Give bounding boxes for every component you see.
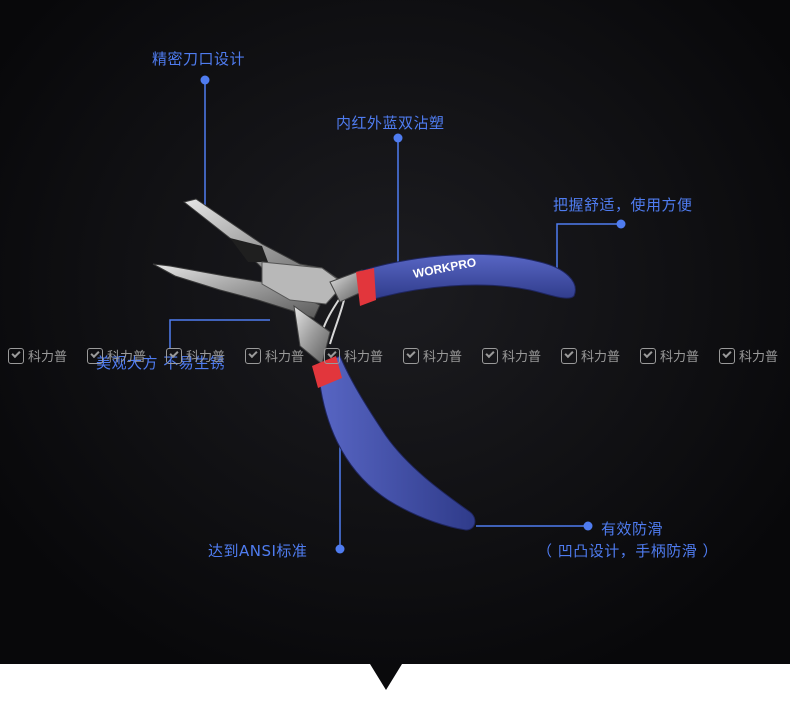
watermark-item: 科力普 [482, 346, 541, 365]
watermark-item: 科力普 [166, 346, 225, 365]
check-badge-icon [640, 347, 656, 364]
watermark-item: 科力普 [245, 346, 304, 365]
watermark-text: 科力普 [423, 350, 463, 365]
watermark-text: 科力普 [581, 350, 621, 365]
watermark-text: 科力普 [28, 350, 68, 365]
check-badge-icon [561, 347, 577, 364]
watermark-text: 科力普 [186, 350, 226, 365]
check-badge-icon [166, 347, 182, 364]
watermark-item: 科力普 [561, 346, 620, 365]
check-badge-icon [324, 347, 340, 364]
watermark-text: 科力普 [660, 350, 700, 365]
watermark-text: 科力普 [739, 350, 779, 365]
watermark-text: 科力普 [344, 350, 384, 365]
callout-anti-slip: 有效防滑 [601, 520, 664, 538]
watermark-item: 科力普 [403, 346, 462, 365]
callout-comfortable-grip: 把握舒适，使用方便 [553, 196, 693, 214]
footer-bar [0, 664, 790, 714]
callout-lines [169, 80, 621, 549]
check-badge-icon [719, 347, 735, 364]
callout-ansi-standard: 达到ANSI标准 [208, 542, 308, 560]
watermark-item: 科力普 [324, 346, 383, 365]
upper-handle-red-band [356, 268, 376, 306]
check-badge-icon [245, 347, 261, 364]
check-badge-icon [482, 347, 498, 364]
callout-dots [200, 75, 626, 554]
lower-jaw [152, 263, 321, 319]
lower-handle-red-band [312, 356, 342, 388]
pliers [152, 198, 576, 531]
watermark-item: 科力普 [87, 346, 146, 365]
callout-dual-color-grip: 内红外蓝双沾塑 [336, 114, 445, 132]
lower-handle [317, 355, 476, 531]
check-badge-icon [87, 347, 103, 364]
watermark-text: 科力普 [265, 350, 305, 365]
watermark-item: 科力普 [640, 346, 699, 365]
callout-rust-resistant: 美观大方 不易生锈 [96, 354, 226, 372]
watermark-item: 科力普 [8, 346, 67, 365]
callout-anti-slip-detail: （ 凹凸设计，手柄防滑 ） [537, 542, 719, 560]
callout-precision-edge: 精密刀口设计 [152, 50, 246, 68]
upper-handle [357, 253, 576, 301]
check-badge-icon [8, 347, 24, 364]
watermark-text: 科力普 [107, 350, 147, 365]
watermark-text: 科力普 [502, 350, 542, 365]
watermark-item: 科力普 [719, 346, 778, 365]
check-badge-icon [403, 347, 419, 364]
